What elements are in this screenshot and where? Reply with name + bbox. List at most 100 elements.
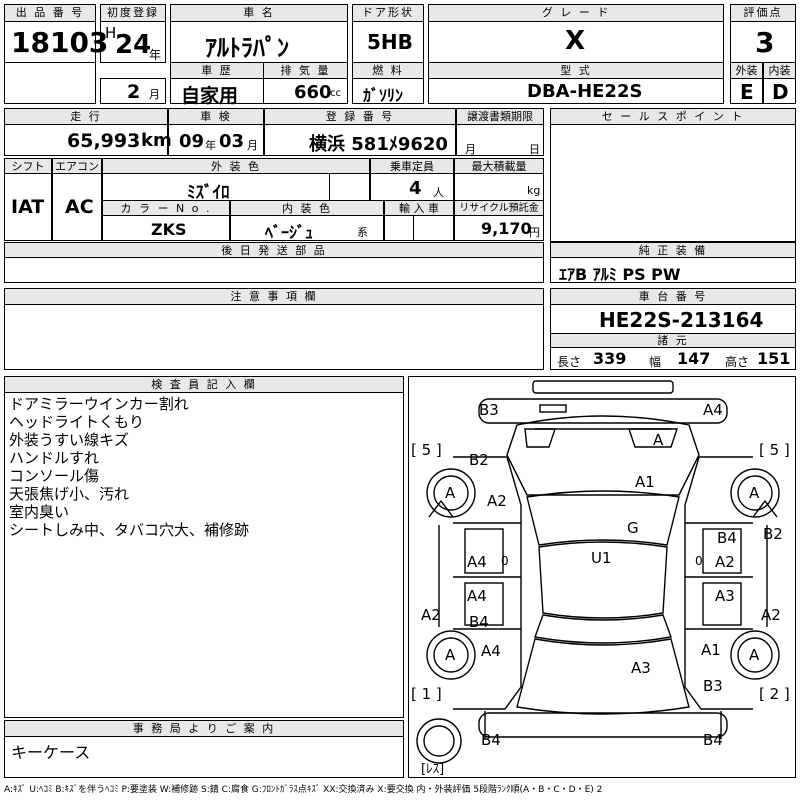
later-parts-label: 後 日 発 送 部 品 bbox=[4, 242, 544, 258]
mileage-cell: 65,993 km bbox=[4, 124, 172, 156]
color-no: ZKS bbox=[151, 220, 187, 239]
inspection-year: 09 bbox=[179, 131, 205, 152]
import-label: 輸 入 車 bbox=[384, 200, 454, 216]
mark-g-glass: G bbox=[627, 519, 639, 537]
mark-zero-right: 0 bbox=[695, 554, 703, 568]
mark-a1-bonnet: A1 bbox=[635, 473, 655, 491]
grade-cell: X bbox=[428, 21, 724, 63]
max-load-label: 最大積載量 bbox=[454, 158, 544, 174]
later-parts-box bbox=[4, 257, 544, 283]
mark-a4-top: A4 bbox=[703, 401, 723, 419]
door-type: 5HB bbox=[367, 30, 413, 54]
mark-u1-roof: U1 bbox=[591, 549, 612, 567]
inspector-line: コンソール傷 bbox=[9, 467, 100, 485]
interior-color: ﾍﾞｰｼﾞｭ bbox=[265, 223, 314, 242]
mark-bracket-1: [ 1 ] bbox=[411, 685, 442, 703]
mark-a-wheel-fr: A bbox=[749, 484, 760, 502]
shift-cell: IAT bbox=[4, 173, 52, 241]
fuel-label: 燃 料 bbox=[352, 62, 424, 79]
capacity-unit: 人 bbox=[433, 186, 444, 199]
grade-label: グ レ ー ド bbox=[428, 4, 724, 22]
dimensions-cell: 長さ 339 幅 147 高さ 151 bbox=[550, 347, 796, 370]
first-reg-label: 初度登録 bbox=[100, 4, 166, 22]
plate: 横浜 581ﾒ9620 bbox=[309, 134, 448, 155]
first-reg-month-cell: 2 月 bbox=[100, 78, 166, 104]
first-reg-year-cell: H 24 年 bbox=[100, 21, 166, 63]
capacity: 4 bbox=[409, 178, 422, 199]
first-reg-month: 2 bbox=[127, 81, 141, 103]
legend: A:ｷｽﾞ U:ﾍｺﾐ B:ｷｽﾞを伴うﾍｺﾐ P:要塗装 W:補修跡 S:錆 … bbox=[4, 785, 603, 795]
mark-a-wheel-fl: A bbox=[445, 484, 456, 502]
model-label: 型 式 bbox=[428, 62, 724, 79]
notes-box bbox=[4, 304, 544, 370]
mark-a-front: A bbox=[653, 431, 664, 449]
shift: IAT bbox=[11, 196, 45, 218]
displacement-cell: 660 cc bbox=[263, 78, 348, 104]
year-unit: 年 bbox=[149, 48, 162, 62]
equipment-cell: ｴｱB ｱﾙﾐ PS PW bbox=[550, 257, 796, 284]
displacement-unit: cc bbox=[330, 88, 341, 99]
mark-a4-left2: A4 bbox=[467, 587, 487, 605]
car-name: ｱﾙﾄﾗﾊﾟﾝ bbox=[205, 34, 289, 62]
plate-cell: 横浜 581ﾒ9620 bbox=[264, 124, 456, 156]
equipment: ｴｱB ｱﾙﾐ PS PW bbox=[559, 265, 681, 284]
mark-a4-rear-left: A4 bbox=[481, 642, 501, 660]
inspection-year-unit: 年 bbox=[205, 139, 216, 152]
mark-bracket-5-right: [ 5 ] bbox=[759, 441, 790, 459]
max-load-unit: kg bbox=[527, 184, 541, 197]
recycle-label: リサイクル預託金 bbox=[454, 200, 544, 216]
fuel: ｶﾞｿﾘﾝ bbox=[363, 86, 404, 105]
mark-a4-left: A4 bbox=[467, 553, 487, 571]
plate-label: 登 録 番 号 bbox=[264, 108, 456, 125]
door-type-label: ドア形状 bbox=[352, 4, 424, 22]
mark-a2-right: A2 bbox=[715, 553, 735, 571]
transfer-deadline-label: 譲渡書類期限 bbox=[456, 108, 544, 125]
model-cell: DBA-HE22S bbox=[428, 78, 724, 104]
recycle: 9,170 bbox=[481, 219, 532, 238]
chassis-cell: HE22S-213164 bbox=[550, 304, 796, 334]
ac: AC bbox=[65, 196, 94, 218]
ac-cell: AC bbox=[52, 173, 102, 241]
transfer-deadline-cell: 月 日 bbox=[456, 124, 544, 156]
inspector-line: ドアミラーウインカー割れ bbox=[9, 395, 189, 413]
inspector-line: シートしみ中、タバコ穴大、補修跡 bbox=[9, 521, 250, 539]
history-cell: 自家用 bbox=[170, 78, 264, 107]
car-diagram: B3 A4 A [ 5 ] [ 5 ] B2 A A A2 A1 G B4 B2… bbox=[408, 376, 796, 778]
first-reg-year: 24 bbox=[115, 30, 152, 60]
office-box: キーケース bbox=[4, 736, 404, 778]
capacity-label: 乗車定員 bbox=[370, 158, 454, 174]
mark-b4-right-front: B4 bbox=[717, 529, 737, 547]
interior-color-cell: ﾍﾞｰｼﾞｭ 系 bbox=[230, 215, 384, 242]
capacity-cell: 4 人 bbox=[370, 173, 454, 201]
mark-zero-left: 0 bbox=[501, 554, 509, 568]
history: 自家用 bbox=[181, 85, 239, 107]
mark-b2-front: B2 bbox=[469, 451, 489, 469]
inspector-lines: ドアミラーウインカー割れ ヘッドライトくもり 外装うすい線キズ ハンドルすれ コ… bbox=[9, 395, 249, 539]
car-name-cell: ｱﾙﾄﾗﾊﾟﾝ bbox=[170, 21, 348, 63]
inspector-line: ハンドルすれ bbox=[9, 449, 100, 467]
exterior-color-extra bbox=[329, 173, 370, 201]
sales-point-box bbox=[550, 124, 796, 242]
length-label: 長さ bbox=[557, 355, 582, 369]
color-no-label: カ ラ ー N o . bbox=[102, 200, 230, 216]
exterior-grade: E bbox=[740, 80, 754, 104]
lot-number-label: 出 品 番 号 bbox=[4, 4, 96, 22]
inspector-label: 検 査 員 記 入 欄 bbox=[4, 376, 404, 393]
lot-number-blank bbox=[4, 62, 96, 104]
office-note: キーケース bbox=[11, 743, 91, 762]
exterior-grade-label: 外装 bbox=[730, 62, 763, 79]
month-unit: 月 bbox=[149, 88, 160, 101]
mark-b4-left: B4 bbox=[469, 613, 489, 631]
mark-b3-rear: B3 bbox=[703, 677, 723, 695]
mileage-label: 走 行 bbox=[4, 108, 168, 125]
model-code: DBA-HE22S bbox=[527, 81, 643, 102]
notes-label: 注 意 事 項 欄 bbox=[4, 288, 544, 305]
import-cell-b bbox=[413, 215, 454, 241]
exterior-grade-cell: E bbox=[730, 78, 763, 104]
score-label: 評価点 bbox=[730, 4, 796, 22]
import-cell-a bbox=[384, 215, 414, 241]
color-no-cell: ZKS bbox=[102, 215, 230, 241]
fuel-cell: ｶﾞｿﾘﾝ bbox=[352, 78, 424, 105]
length: 339 bbox=[593, 349, 627, 368]
mark-a2-left-side: A2 bbox=[421, 606, 441, 624]
